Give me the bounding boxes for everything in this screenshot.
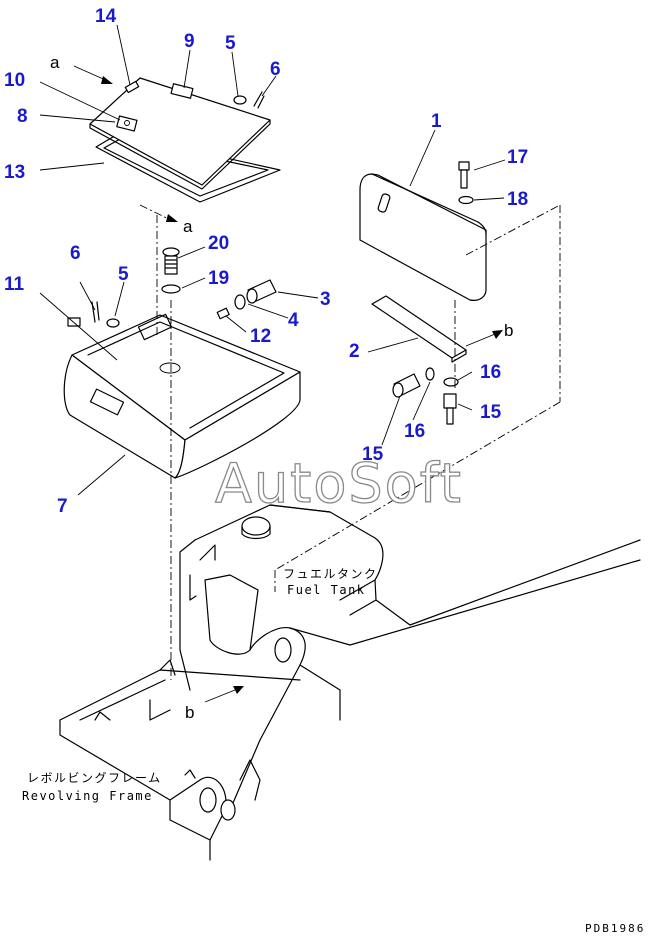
callout-14: 14	[95, 6, 117, 27]
callout-13: 13	[4, 162, 25, 183]
callout-20: 20	[208, 233, 229, 254]
callout-5: 5	[118, 264, 129, 285]
component-labels: フュエルタンク Fuel Tank レボルビングフレーム Revolving F…	[22, 567, 378, 803]
callout-7: 7	[57, 496, 68, 517]
toolbox-body	[63, 301, 301, 479]
callout-1: 1	[431, 111, 442, 132]
watermark: AutoSoft	[215, 452, 463, 515]
callout-2: 2	[349, 341, 360, 362]
callout-17: 17	[507, 147, 528, 168]
leader-lines	[39, 24, 561, 703]
revolving-frame-label-jp: レボルビングフレーム	[27, 771, 162, 785]
ref-b-right: b	[504, 321, 513, 340]
callout-6: 6	[270, 59, 281, 80]
callout-15: 15	[480, 402, 502, 423]
machine-frame	[59, 504, 641, 861]
callout-numbers: 14 9 5 6 10 8 13 1 17 18 20 6 5 19 3 11 …	[4, 6, 528, 517]
toolbox-lid	[89, 77, 281, 203]
callout-16: 16	[480, 362, 501, 383]
callout-18: 18	[507, 189, 528, 210]
callout-5: 5	[225, 33, 236, 54]
side-cover	[359, 161, 487, 425]
callout-12: 12	[250, 326, 271, 347]
callout-11: 11	[4, 274, 25, 295]
callout-6: 6	[70, 243, 81, 264]
callout-8: 8	[17, 106, 28, 127]
ref-a-top: a	[50, 53, 60, 72]
callout-15: 15	[362, 444, 384, 465]
drawing-code: PDB1986	[585, 922, 645, 935]
callout-16: 16	[404, 421, 425, 442]
callout-4: 4	[288, 310, 299, 331]
callout-9: 9	[184, 31, 195, 52]
callout-19: 19	[208, 268, 229, 289]
fuel-tank-label-en: Fuel Tank	[287, 583, 366, 597]
callout-3: 3	[320, 289, 331, 310]
reference-letters: a a b b	[50, 53, 513, 722]
ref-b-bottom: b	[185, 703, 194, 722]
ref-a-mid: a	[183, 217, 193, 236]
revolving-frame-label-en: Revolving Frame	[22, 789, 153, 803]
callout-10: 10	[4, 70, 25, 91]
fuel-tank-label-jp: フュエルタンク	[283, 567, 378, 581]
bolt-set-middle	[161, 247, 277, 310]
